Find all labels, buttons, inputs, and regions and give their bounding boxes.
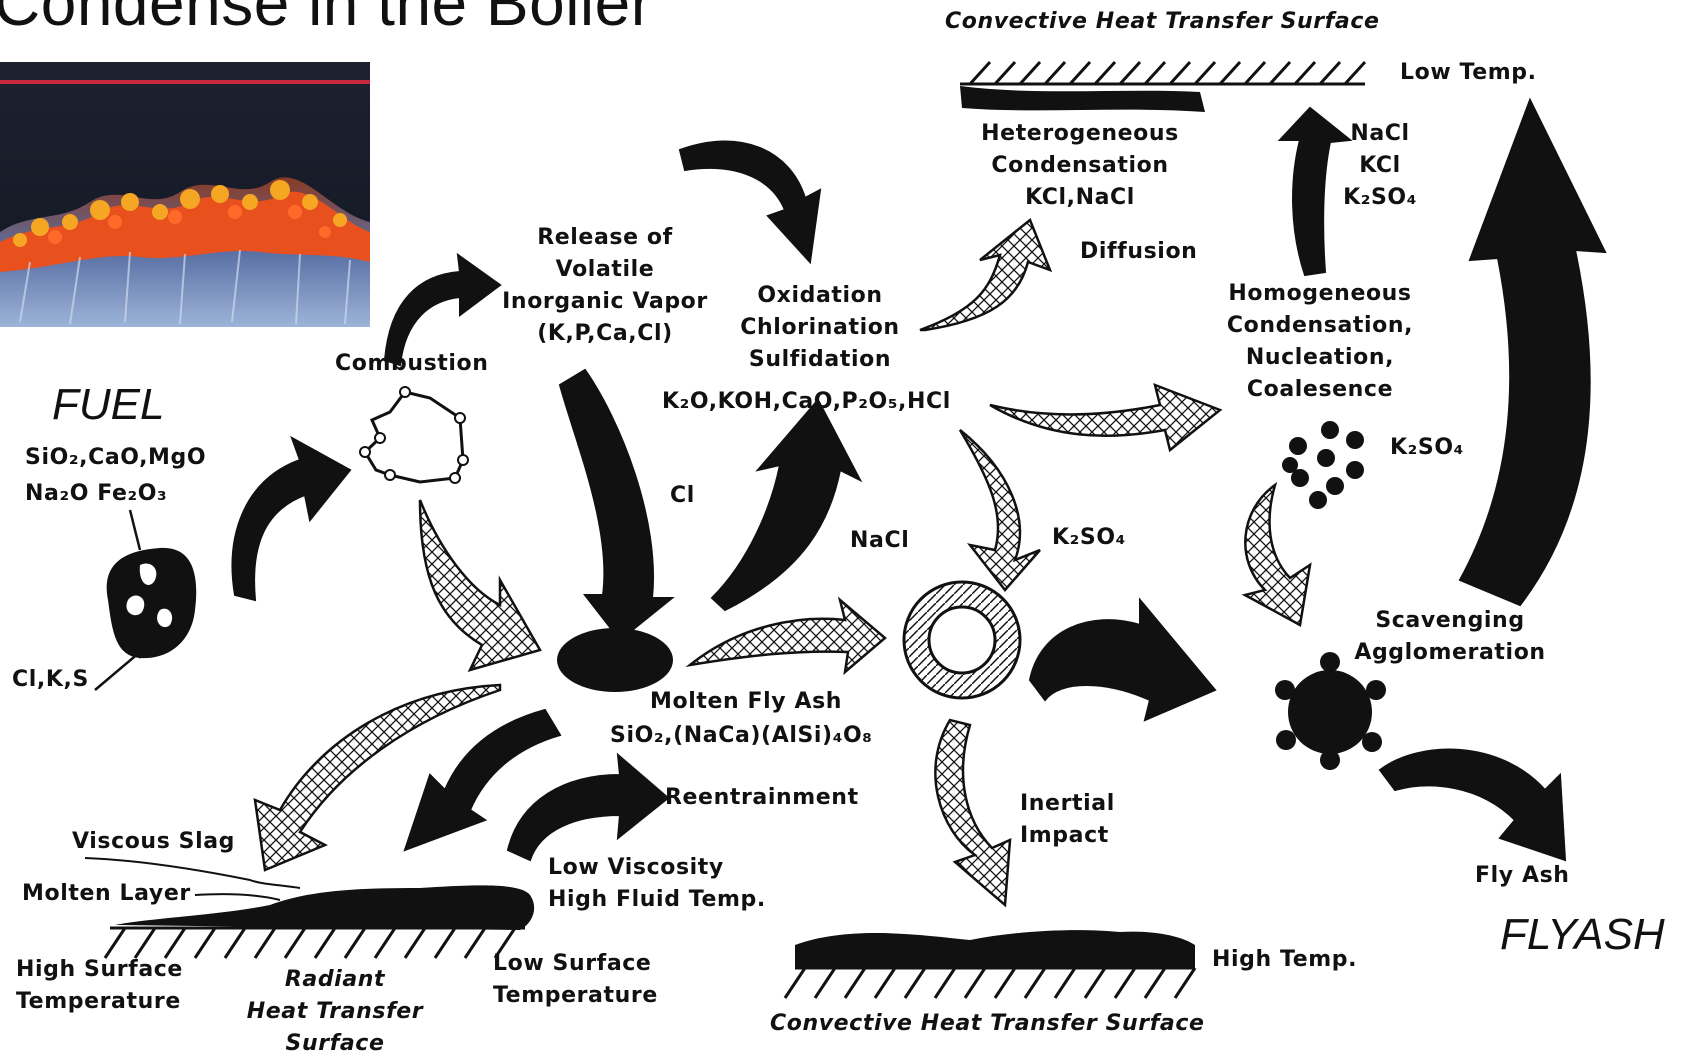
convective-top-label: Convective Heat Transfer Surface <box>945 6 1380 38</box>
radiant-line3: Surface <box>230 1028 440 1060</box>
release-line4: (K,P,Ca,Cl) <box>480 318 730 350</box>
oxidation-line3: Sulfidation <box>700 344 940 376</box>
radiant-surface-label: Radiant Heat Transfer Surface <box>230 964 440 1060</box>
combustion-label: Combustion <box>335 348 489 380</box>
nuclei-down-arrow <box>1245 485 1310 625</box>
agglomerate-particle <box>1275 652 1386 770</box>
homo-line2: Condensation, <box>1200 310 1440 342</box>
char-particle <box>360 387 468 483</box>
molten-label-line2: SiO₂,(NaCa)(AlSi)₄O₈ <box>610 720 872 752</box>
scavenging-line1: Scavenging <box>1330 605 1570 637</box>
hetero-line2: Condensation <box>955 150 1205 182</box>
high-surface-line1: High Surface <box>16 954 183 986</box>
hetero-line1: Heterogeneous <box>955 118 1205 150</box>
molten-ash-droplet <box>557 628 673 692</box>
cl-label: Cl <box>670 480 695 512</box>
vapors-line3: K₂SO₄ <box>1320 182 1440 214</box>
oxidation-label: Oxidation Chlorination Sulfidation <box>700 280 940 376</box>
low-surface-line2: Temperature <box>493 980 658 1012</box>
radiant-line1: Radiant <box>230 964 440 996</box>
homo-line4: Coalesence <box>1200 374 1440 406</box>
oxidation-to-homogeneous-arrow <box>990 385 1220 450</box>
release-line2: Volatile <box>480 254 730 286</box>
fuel-composition-line2: Na₂O Fe₂O₃ <box>25 478 167 510</box>
scavenging-line2: Agglomeration <box>1330 637 1570 669</box>
low-surface-line1: Low Surface <box>493 948 658 980</box>
coated-particle <box>904 582 1020 698</box>
molten-layer-label: Molten Layer <box>22 878 191 910</box>
low-viscosity-label: Low Viscosity High Fluid Temp. <box>548 852 766 916</box>
combustion-to-ash-arrow <box>420 500 540 670</box>
scavenging-label: Scavenging Agglomeration <box>1330 605 1570 669</box>
large-return-arrow <box>1460 100 1605 605</box>
low-temp-label: Low Temp. <box>1400 57 1537 89</box>
homogeneous-label: Homogeneous Condensation, Nucleation, Co… <box>1200 278 1440 406</box>
cl-condensation-arrow <box>560 370 672 640</box>
reentrainment-arrow <box>508 755 668 860</box>
molten-ash-right-arrow <box>690 600 885 672</box>
fuel-particle <box>95 510 196 690</box>
high-surface-label: High Surface Temperature <box>16 954 183 1018</box>
top-convective-surface <box>960 62 1365 112</box>
fuel-trace-elements: Cl,K,S <box>12 664 89 696</box>
reentrainment-label: Reentrainment <box>665 782 859 814</box>
diffusion-label: Diffusion <box>1080 236 1197 268</box>
k2so4-nuclei-label: K₂SO₄ <box>1390 432 1464 464</box>
fly-ash-label: Fly Ash <box>1475 860 1570 892</box>
oxidation-line2: Chlorination <box>700 312 940 344</box>
high-surface-line2: Temperature <box>16 986 183 1018</box>
inertial-line1: Inertial <box>1020 788 1115 820</box>
high-temp-label: High Temp. <box>1212 944 1357 976</box>
bottom-convective-surface <box>785 930 1195 998</box>
release-label: Release of Volatile Inorganic Vapor (K,P… <box>480 222 730 350</box>
homo-line3: Nucleation, <box>1200 342 1440 374</box>
low-viscosity-line2: High Fluid Temp. <box>548 884 766 916</box>
k2so4-down-arrow <box>960 430 1040 590</box>
hetero-line3: KCl,NaCl <box>955 182 1205 214</box>
fuel-to-combustion-arrow <box>233 438 350 600</box>
to-agglomeration-arrow <box>1030 600 1215 720</box>
fuel-heading: FUEL <box>52 380 164 430</box>
molten-label-line1: Molten Fly Ash <box>650 686 842 718</box>
nuclei-cluster <box>1282 421 1364 509</box>
low-viscosity-line1: Low Viscosity <box>548 852 766 884</box>
nacl-label: NaCl <box>850 525 909 557</box>
homo-line1: Homogeneous <box>1200 278 1440 310</box>
slide-title: Condense in the Boiler <box>0 0 653 40</box>
vapors-label: NaCl KCl K₂SO₄ <box>1320 118 1440 214</box>
low-surface-label: Low Surface Temperature <box>493 948 658 1012</box>
inertial-line2: Impact <box>1020 820 1115 852</box>
vapors-line2: KCl <box>1320 150 1440 182</box>
release-line3: Inorganic Vapor <box>480 286 730 318</box>
oxidation-line1: Oxidation <box>700 280 940 312</box>
inertial-impact-arrow <box>935 720 1010 905</box>
inertial-label: Inertial Impact <box>1020 788 1115 852</box>
radiant-line2: Heat Transfer <box>230 996 440 1028</box>
flyash-heading: FLYASH <box>1500 910 1665 960</box>
k2so4-mid-label: K₂SO₄ <box>1052 522 1126 554</box>
nacl-rise-arrow <box>712 400 860 610</box>
release-line1: Release of <box>480 222 730 254</box>
fly-ash-outlet-arrow <box>1380 750 1565 860</box>
oxidation-products: K₂O,KOH,CaO,P₂O₅,HCl <box>662 386 951 418</box>
viscous-slag-label: Viscous Slag <box>72 826 235 858</box>
heterogeneous-label: Heterogeneous Condensation KCl,NaCl <box>955 118 1205 214</box>
vapors-line1: NaCl <box>1320 118 1440 150</box>
convective-bottom-label: Convective Heat Transfer Surface <box>770 1008 1205 1040</box>
fuel-composition-line1: SiO₂,CaO,MgO <box>25 442 206 474</box>
